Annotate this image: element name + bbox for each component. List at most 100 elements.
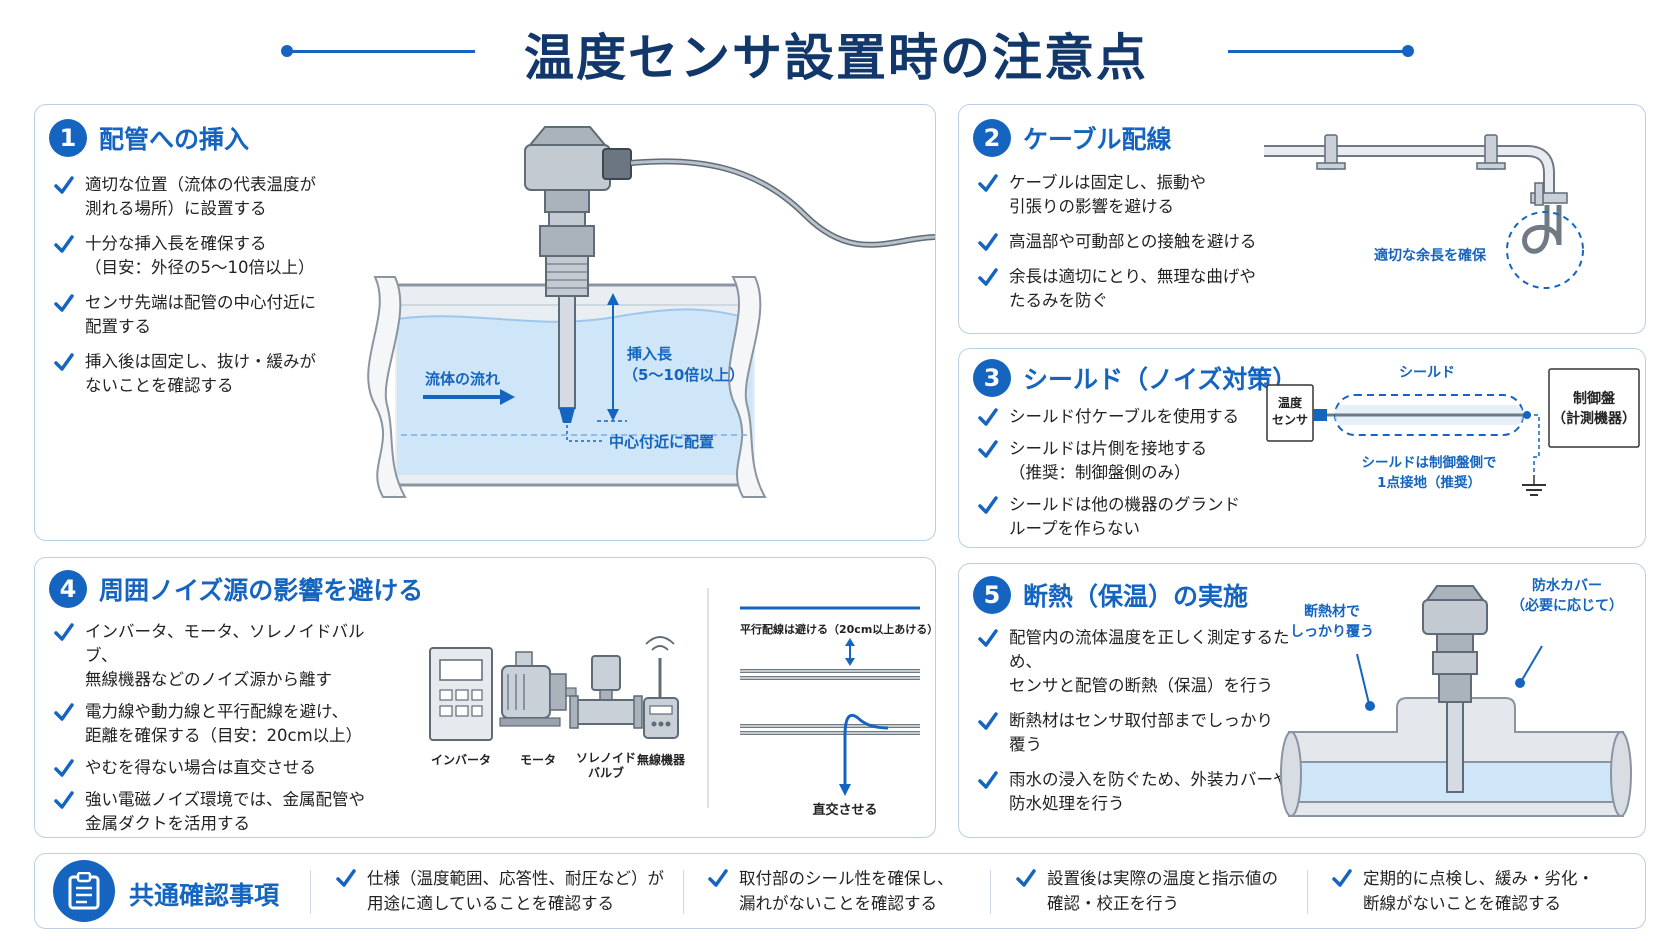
list-item: 十分な挿入長を確保する （目安：外径の5〜10倍以上）: [53, 232, 383, 280]
section-title: 周囲ノイズ源の影響を避ける: [99, 576, 424, 605]
list-item: シールドは他の機器のグランド ループを作らない: [977, 493, 1267, 541]
check-icon: [54, 235, 74, 253]
item-text: 仕様（温度範囲、応答性、耐圧など）が 用途に適していることを確認する: [367, 869, 664, 913]
list-item: 断熱材はセンサ取付部までしっかり 覆う: [977, 709, 1297, 757]
item-text: 余長は適切にとり、無理な曲げや たるみを防ぐ: [1009, 267, 1256, 310]
check-icon: [1016, 869, 1036, 887]
check-icon: [708, 869, 728, 887]
checklist: インバータ、モータ、ソレノイドバルブ、 無線機器などのノイズ源から離す 電力線や…: [53, 620, 393, 837]
check-icon: [978, 440, 998, 458]
item-text: シールドは片側を接地する （推奨：制御盤側のみ）: [1009, 439, 1207, 482]
list-item: インバータ、モータ、ソレノイドバルブ、 無線機器などのノイズ源から離す: [53, 620, 393, 692]
section-header: 1 配管への挿入: [49, 119, 249, 157]
check-icon: [978, 629, 998, 647]
item-text: 挿入後は固定し、抜け・緩みが ないことを確認する: [85, 352, 316, 395]
title-dot-left: [281, 45, 293, 57]
common-check-item: 設置後は実際の温度と指示値の 確認・校正を行う: [1015, 866, 1278, 916]
list-item: 雨水の浸入を防ぐため、外装カバーや 防水処理を行う: [977, 768, 1297, 816]
insulation-label: 断熱材でしっかり覆う: [1290, 603, 1374, 640]
sensor-box-label: 温度センサ: [1272, 395, 1308, 427]
item-text: 適切な位置（流体の代表温度が 測れる場所）に設置する: [85, 175, 316, 218]
cross-wiring-illustration: [740, 713, 920, 796]
panel-insulation: 5 断熱（保温）の実施 配管内の流体温度を正しく測定するため、 センサと配管の断…: [958, 563, 1646, 838]
panel-noise-sources: 4 周囲ノイズ源の影響を避ける インバータ、モータ、ソレノイドバルブ、 無線機器…: [34, 557, 936, 838]
check-icon: [978, 496, 998, 514]
list-item: 適切な位置（流体の代表温度が 測れる場所）に設置する: [53, 173, 383, 221]
check-icon: [54, 791, 74, 809]
list-item: やむを得ない場合は直交させる: [53, 756, 393, 780]
item-text: 十分な挿入長を確保する （目安：外径の5〜10倍以上）: [85, 234, 315, 277]
insulated-pipe-illustration: [1280, 585, 1632, 817]
solenoid-label: ソレノイドバルブ: [576, 751, 636, 780]
section-header: 4 周囲ノイズ源の影響を避ける: [49, 570, 423, 608]
section-number: 1: [49, 119, 87, 157]
section-title: 断熱（保温）の実施: [1023, 582, 1249, 611]
item-text: 高温部や可動部との接触を避ける: [1009, 232, 1257, 251]
cross-label: 直交させる: [812, 802, 877, 818]
item-text: 雨水の浸入を防ぐため、外装カバーや 防水処理を行う: [1009, 770, 1290, 813]
insulation-marker: [1365, 701, 1375, 711]
list-item: 配管内の流体温度を正しく測定するため、 センサと配管の断熱（保温）を行う: [977, 626, 1297, 698]
insert-length-dimension: [597, 293, 627, 422]
item-text: 取付部のシール性を確保し、 漏れがないことを確認する: [739, 869, 954, 913]
item-text: 設置後は実際の温度と指示値の 確認・校正を行う: [1047, 869, 1278, 913]
check-icon: [54, 353, 74, 371]
cable-route-illustration: [1264, 134, 1584, 289]
item-text: センサ先端は配管の中心付近に 配置する: [85, 293, 316, 336]
list-item: 挿入後は固定し、抜け・緩みが ないことを確認する: [53, 350, 383, 398]
item-text: 電力線や動力線と平行配線を避け、 距離を確保する（目安：20cm以上）: [85, 702, 363, 745]
common-checks-title: 共通確認事項: [129, 881, 280, 910]
section-title: ケーブル配線: [1023, 125, 1172, 154]
title-decoration-right: [1228, 50, 1408, 53]
pipe-insertion-diagram: 流体の流れ 挿入長（5〜10倍以上）: [367, 126, 935, 498]
check-icon: [978, 233, 998, 251]
insert-length-label: 挿入長（5〜10倍以上）: [623, 345, 744, 384]
solenoid-valve-icon: [569, 655, 643, 729]
list-item: 電力線や動力線と平行配線を避け、 距離を確保する（目安：20cm以上）: [53, 700, 393, 748]
title-row: 温度センサ設置時の注意点: [0, 14, 1672, 94]
panel-shield: 3 シールド（ノイズ対策） シールド付ケーブルを使用する シールドは片側を接地す…: [958, 348, 1646, 548]
item-text: 断熱材はセンサ取付部までしっかり 覆う: [1009, 711, 1273, 754]
flow-arrow: [423, 389, 515, 405]
section-number: 4: [49, 570, 87, 608]
item-text: シールドは他の機器のグランド ループを作らない: [1009, 495, 1240, 538]
noise-source-diagram: インバータ モータ ソレノイドバルブ 無線機器 平行配線は避ける（20cm以上あ…: [429, 588, 935, 818]
cable-wiring-diagram: 適切な余長を確保: [1264, 134, 1584, 289]
check-icon: [978, 712, 998, 730]
cover-marker: [1515, 678, 1525, 688]
insulation-diagram: 断熱材でしっかり覆う 防水カバー（必要に応じて）: [1280, 577, 1632, 817]
list-item: 高温部や可動部との接触を避ける: [977, 230, 1277, 254]
check-icon: [978, 771, 998, 789]
center-label: 中心付近に配置: [609, 433, 714, 451]
check-icon: [978, 174, 998, 192]
parallel-wiring-illustration: [740, 606, 920, 680]
title-decoration-left: [285, 50, 475, 53]
section-number: 2: [973, 119, 1011, 157]
common-check-item: 定期的に点検し、緩み・劣化・ 断線がないことを確認する: [1331, 866, 1594, 916]
list-item: 余長は適切にとり、無理な曲げや たるみを防ぐ: [977, 265, 1277, 313]
item-text: 定期的に点検し、緩み・劣化・ 断線がないことを確認する: [1363, 869, 1594, 913]
panel-pipe-insertion: 1 配管への挿入 適切な位置（流体の代表温度が 測れる場所）に設置する 十分な挿…: [34, 104, 936, 541]
slack-label: 適切な余長を確保: [1374, 247, 1487, 264]
ground-icon: [1522, 475, 1546, 496]
page-title: 温度センサ設置時の注意点: [524, 29, 1148, 87]
inverter-icon: [429, 647, 493, 741]
divider: [310, 870, 311, 914]
item-text: 強い電磁ノイズ環境では、金属配管や 金属ダクトを活用する: [85, 790, 366, 833]
checklist: シールド付ケーブルを使用する シールドは片側を接地する （推奨：制御盤側のみ） …: [977, 405, 1267, 547]
section-title: 配管への挿入: [99, 125, 250, 154]
item-text: ケーブルは固定し、振動や 引張りの影響を避ける: [1009, 173, 1207, 216]
list-item: ケーブルは固定し、振動や 引張りの影響を避ける: [977, 171, 1277, 219]
item-text: インバータ、モータ、ソレノイドバルブ、 無線機器などのノイズ源から離す: [85, 622, 365, 689]
list-item: シールドは片側を接地する （推奨：制御盤側のみ）: [977, 437, 1267, 485]
cover-label: 防水カバー（必要に応じて）: [1511, 577, 1623, 614]
divider: [990, 870, 991, 914]
checklist: 配管内の流体温度を正しく測定するため、 センサと配管の断熱（保温）を行う 断熱材…: [977, 626, 1297, 827]
shield-label: シールド: [1399, 365, 1455, 381]
check-icon: [978, 408, 998, 426]
wireless-device-icon: [643, 636, 679, 739]
temperature-sensor-illustration: [524, 126, 935, 423]
common-check-item: 取付部のシール性を確保し、 漏れがないことを確認する: [707, 866, 954, 916]
list-item: シールド付ケーブルを使用する: [977, 405, 1267, 429]
check-icon: [978, 268, 998, 286]
